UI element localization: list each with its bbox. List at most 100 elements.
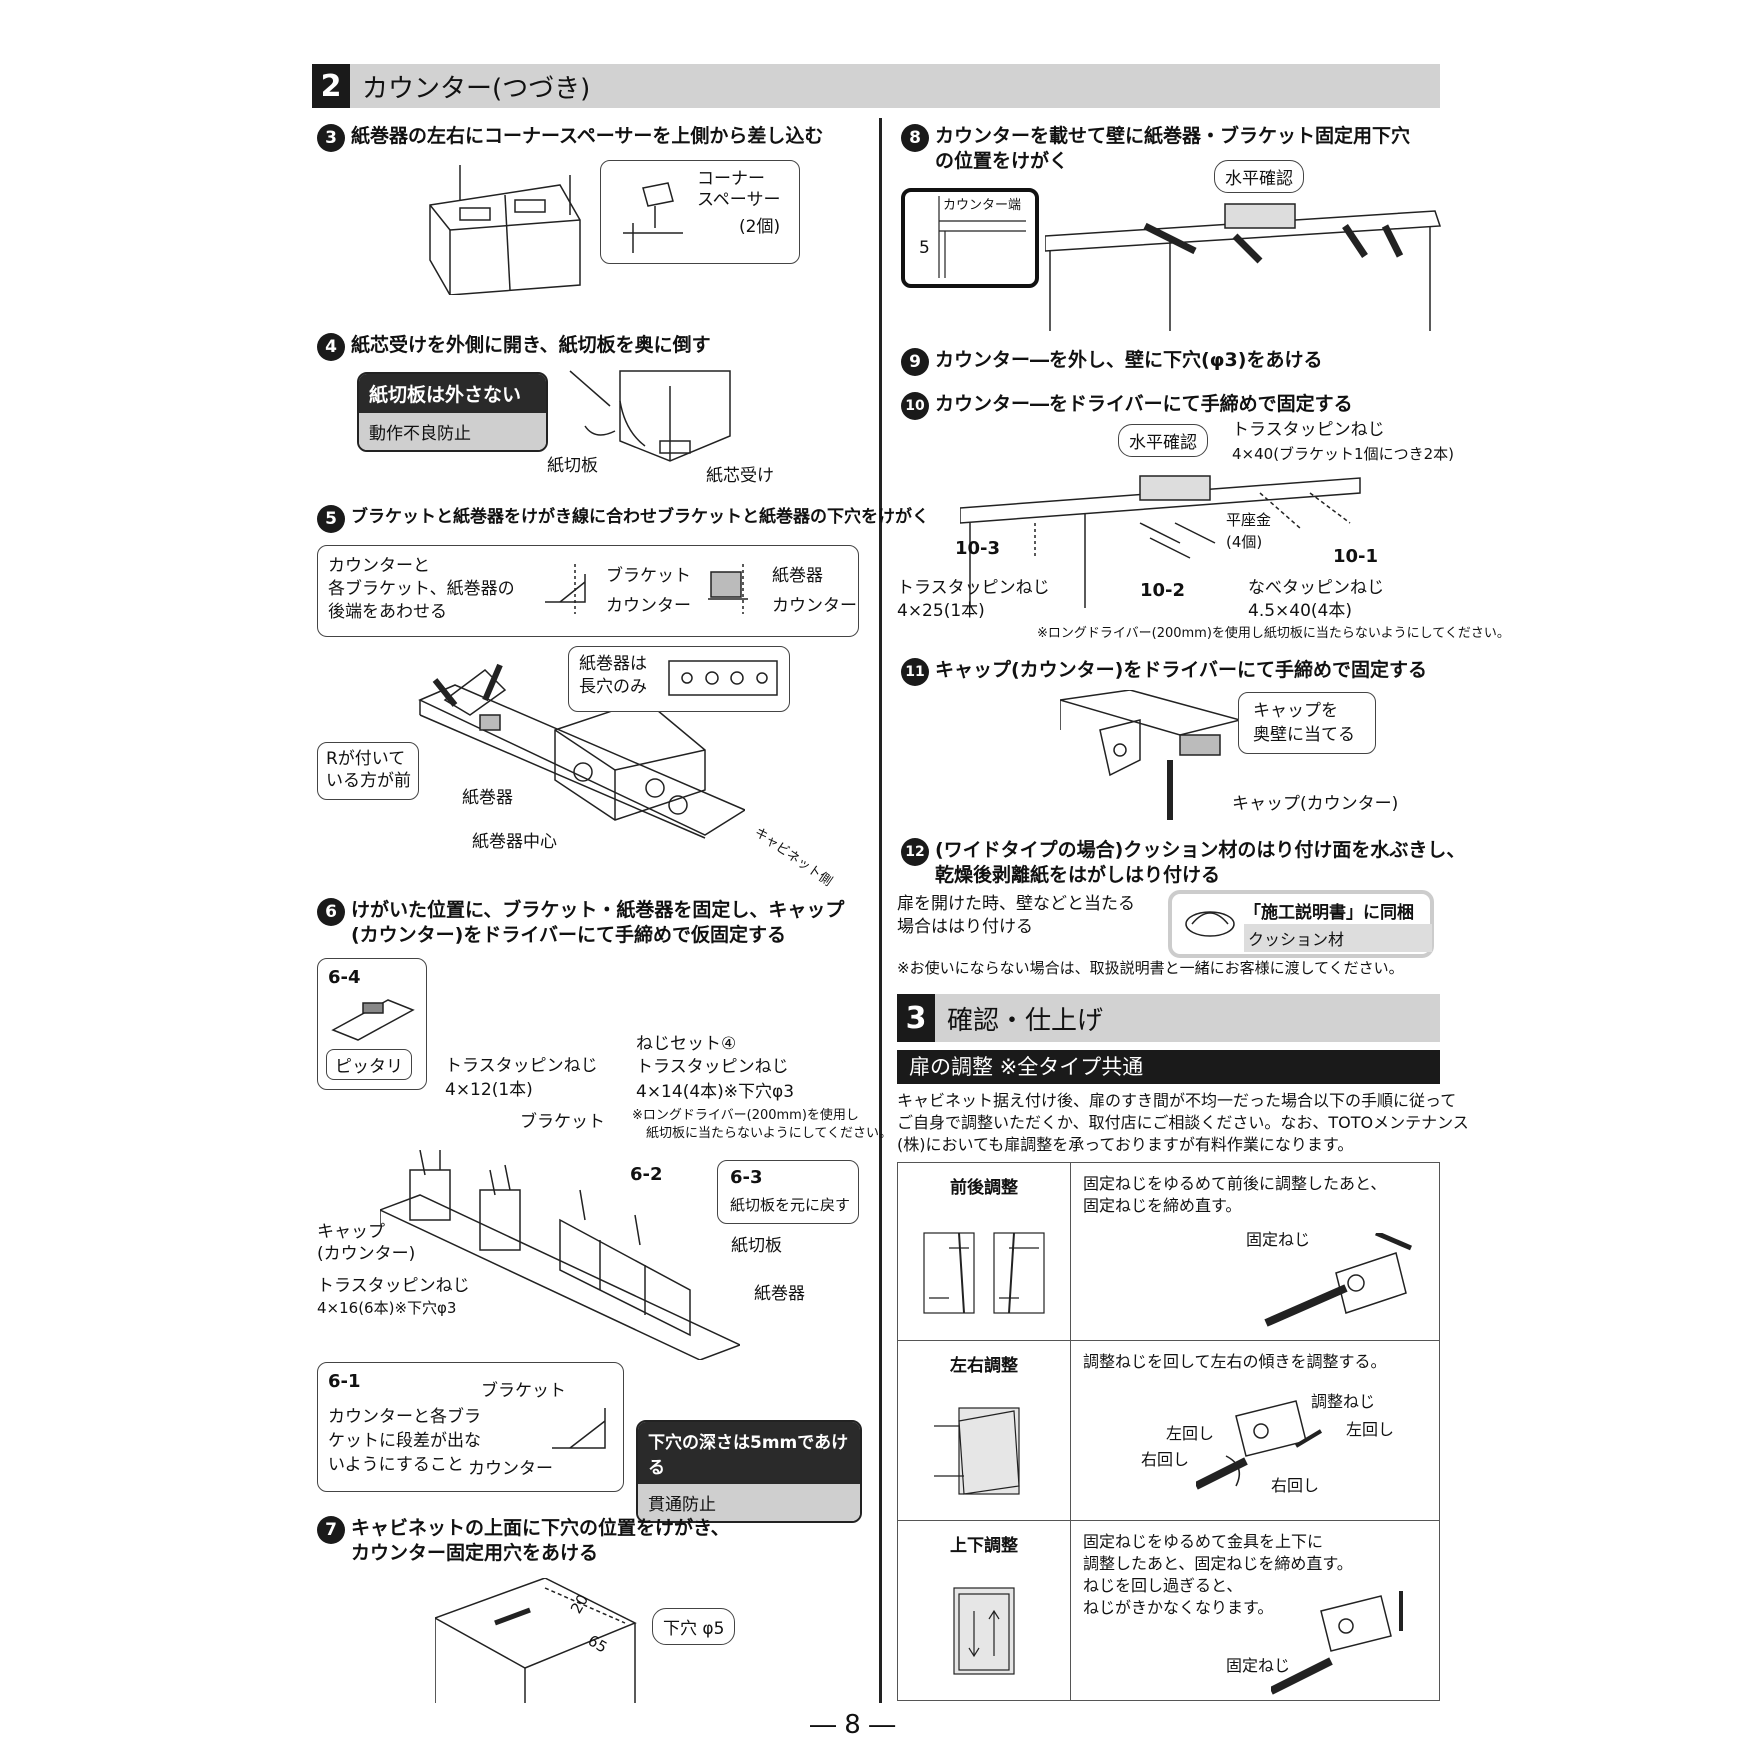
step-number: 11 — [901, 658, 929, 686]
note-line: ※ロングドライバー(200mm)を使用し — [632, 1108, 859, 1123]
counter-on-wall-illustration — [1044, 196, 1445, 331]
section-2-header: 2 カウンター(つづき) — [312, 64, 1440, 108]
step-6: 6 けがいた位置に、ブラケット・紙巻器を固定し、キャップ(カウンター)をドライバ… — [317, 898, 844, 948]
counter-edge-label: カウンター端 — [943, 198, 1022, 213]
section-number: 2 — [312, 64, 350, 108]
left-turn-label: 左回し — [1346, 1420, 1395, 1439]
fixing-screw-label: 固定ねじ — [1226, 1656, 1291, 1675]
washer-label: (4個) — [1226, 533, 1263, 551]
section-title: 確認・仕上げ — [947, 1005, 1104, 1036]
edge-detail-box: カウンター端 5 — [901, 188, 1039, 288]
holder-plate-icon — [668, 660, 778, 696]
sub-step-6-1-box: 6-1 カウンターと各ブラ ケットに段差が出な いようにすること ブラケット カ… — [317, 1362, 624, 1492]
table-row: 上下調整 固定ねじをゆるめて金具を上下に調整したあと、固定ねじを締め直す。 ねじ… — [897, 1520, 1440, 1701]
row-head: 上下調整 — [897, 1520, 1071, 1701]
screwset-label: トラスタッピンねじ — [636, 1057, 789, 1077]
row-head: 左右調整 — [897, 1340, 1071, 1521]
front-side-callout: Rが付いて いる方が前 — [317, 742, 419, 800]
step-number: 6 — [317, 898, 345, 926]
screw-label: 4×16(6本)※下穴φ3 — [317, 1299, 457, 1317]
row-text: 調整ねじを回して左右の傾きを調整する。 調整ねじ 左回し 右回し 左回し 右回し — [1070, 1340, 1440, 1521]
row-head: 前後調整 — [897, 1162, 1071, 1341]
step-text: キャップ(カウンター)をドライバーにて手締めで固定する — [935, 659, 1427, 681]
paper-cutter-label: 紙切板 — [547, 456, 598, 476]
sub-step-6-4-box: 6-4 ピッタリ — [317, 958, 427, 1090]
sub-step-label: 10-1 — [1333, 546, 1379, 567]
step-number: 3 — [317, 124, 345, 152]
dimension-5: 5 — [919, 238, 930, 258]
cabinet-side-label: キャビネット側 — [751, 825, 835, 890]
screw-label: 4.5×40(4本) — [1248, 601, 1352, 621]
counter-fixing-illustration — [959, 468, 1370, 608]
step-number: 9 — [901, 348, 929, 376]
step-text: カウンター―を外し、壁に下穴(φ3)をあける — [935, 349, 1323, 371]
warning-title: 下穴の深さは5mmであける — [638, 1422, 860, 1484]
sub-step-text: カウンターと各ブラ — [328, 1407, 481, 1427]
callout-line: 長穴のみ — [579, 677, 647, 697]
section-3-header: 3 確認・仕上げ — [897, 994, 1440, 1042]
callout-line: Rが付いて — [326, 749, 406, 769]
cushion-desc: 場合ははり付ける — [897, 917, 1033, 937]
holder-section-icon — [708, 564, 748, 614]
note-line: ※ロングドライバー(200mm)を使用し紙切板に当たらないようにしてください。 — [1037, 626, 1510, 641]
level-callout: 水平確認 — [1118, 424, 1208, 457]
step-8: 8 カウンターを載せて壁に紙巻器・ブラケット固定用下穴の位置をけがく — [901, 124, 1410, 174]
right-turn-label: 右回し — [1141, 1450, 1190, 1469]
cabinet-top-illustration — [433, 1577, 655, 1703]
bracket-section-icon — [552, 1408, 606, 1449]
warning-body: 貫通防止 — [638, 1484, 860, 1521]
align-text: カウンターと — [328, 556, 430, 576]
step-number: 4 — [317, 333, 345, 361]
bracket-label: ブラケット — [606, 566, 691, 586]
callout-line: いる方が前 — [326, 771, 411, 791]
left-turn-label: 左回し — [1166, 1424, 1215, 1443]
screw-label: 4×25(1本) — [897, 601, 985, 621]
table-row: 左右調整 調整ねじを回して左右の傾きを調整する。 調整ねじ 左回し 右回し 左回… — [897, 1340, 1440, 1521]
step-9: 9 カウンター―を外し、壁に下穴(φ3)をあける — [901, 348, 1322, 376]
screwset-label: 4×14(4本)※下穴φ3 — [636, 1082, 795, 1102]
fixing-screw-label: 固定ねじ — [1246, 1230, 1311, 1249]
step-text: 紙芯受けを外側に開き、紙切板を奥に倒す — [351, 334, 711, 356]
right-turn-label: 右回し — [1271, 1476, 1320, 1495]
screw-label: なべタッピンねじ — [1248, 578, 1384, 598]
sub-step-label: 6-3 — [730, 1167, 763, 1188]
step-number: 12 — [901, 838, 929, 866]
sub-step-text: ケットに段差が出な — [328, 1431, 481, 1451]
paper-holder-open-illustration — [560, 366, 735, 476]
sub-step-label: 6-1 — [328, 1371, 361, 1392]
pilot-hole-callout: 下穴 φ5 — [652, 1608, 736, 1645]
edge-detail-icon — [938, 196, 1026, 278]
table-row: 前後調整 固定ねじをゆるめて前後に調整したあと、固定ねじを締め直す。 固定ねじ — [897, 1162, 1440, 1341]
pack-label: 「施工説明書」に同梱 — [1244, 903, 1414, 923]
front-back-icon — [923, 1232, 1045, 1314]
hinge-icon — [1196, 1400, 1323, 1490]
sub-step-text: いようにすること — [328, 1455, 464, 1475]
hinge-icon — [1271, 1591, 1403, 1695]
corner-spacer-callout: コーナー スペーサー (2個) — [600, 160, 800, 264]
long-hole-callout: 紙巻器は 長穴のみ — [568, 646, 790, 712]
step-text: キャビネットの上面に下穴の位置をけがき、カウンター固定用穴をあける — [351, 1517, 730, 1564]
snug-fit-icon — [331, 999, 415, 1041]
cap-label: キャップ — [317, 1222, 385, 1242]
step-text: カウンターを載せて壁に紙巻器・ブラケット固定用下穴の位置をけがく — [935, 125, 1411, 172]
sub-step-label: 10-3 — [955, 538, 1001, 559]
bracket-fixing-illustration — [378, 1145, 742, 1361]
hinge-icon — [1264, 1233, 1412, 1327]
holder-center-label: 紙巻器中心 — [472, 832, 557, 852]
bracket-label: ブラケット — [481, 1381, 566, 1401]
callout-line: スペーサー — [697, 190, 781, 210]
holder-label: 紙巻器 — [754, 1284, 805, 1304]
snug-label: ピッタリ — [326, 1049, 412, 1080]
sub-step-label: 10-2 — [1140, 580, 1186, 601]
page-number: ― 8 ― — [810, 1710, 896, 1740]
warning-box: 下穴の深さは5mmであける 貫通防止 — [636, 1420, 862, 1523]
counter-label: カウンター — [772, 596, 857, 616]
adjust-screw-label: 調整ねじ — [1311, 1392, 1376, 1411]
counter-label: カウンター — [606, 596, 691, 616]
column-divider — [879, 118, 882, 1703]
callout-line: (2個) — [739, 217, 781, 237]
paper-holder-illustration — [420, 160, 590, 296]
step-5: 5 ブラケットと紙巻器をけがき線に合わせブラケットと紙巻器の下穴をけがく — [317, 505, 929, 533]
step-4: 4 紙芯受けを外側に開き、紙切板を奥に倒す — [317, 333, 711, 361]
step-text: 紙巻器の左右にコーナースペーサーを上側から差し込む — [351, 125, 824, 147]
